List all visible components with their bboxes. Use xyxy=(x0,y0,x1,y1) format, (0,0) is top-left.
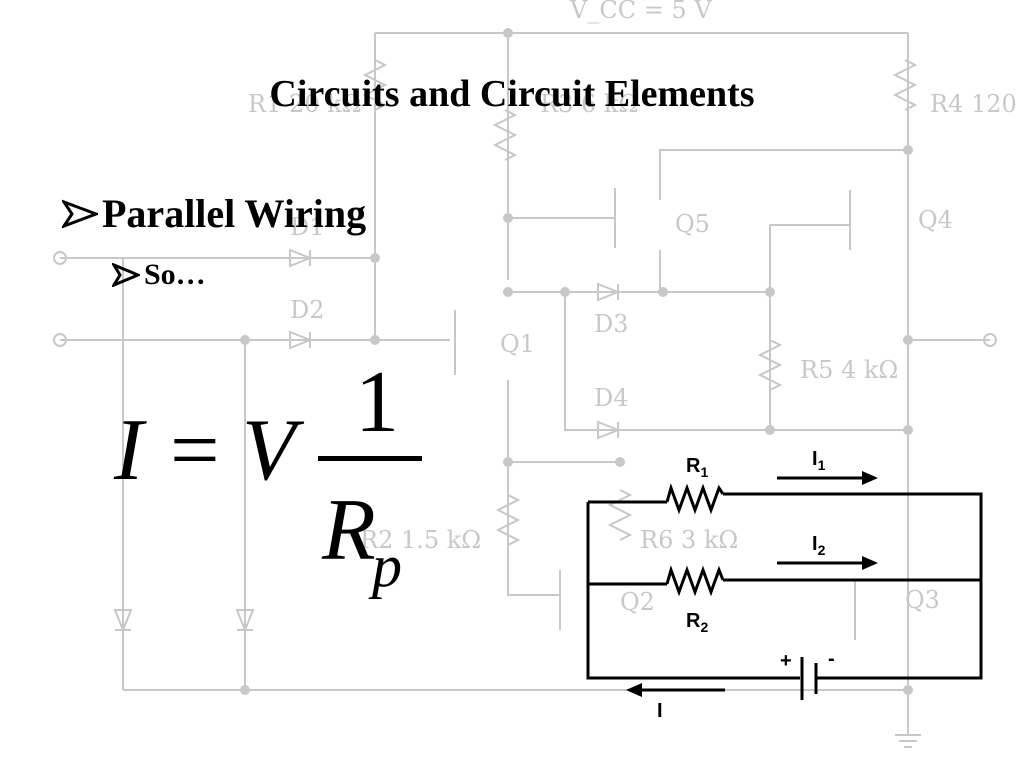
arrow-bullet-icon xyxy=(112,263,140,287)
equation-equals: = xyxy=(170,402,220,499)
bg-label-d1: D1 xyxy=(290,213,325,241)
bg-label-q1: Q1 xyxy=(500,330,535,358)
arrow-bullet-icon xyxy=(62,199,98,228)
current-i1-label: I1 xyxy=(812,448,826,473)
bg-label-r4: R4 120 Ω xyxy=(930,90,1024,118)
battery-plus-label: + xyxy=(780,650,792,672)
bullet-text: So… xyxy=(144,258,206,291)
fraction-bar xyxy=(318,456,422,461)
bg-label-r5: R5 4 kΩ xyxy=(800,356,898,384)
resistor-r2-icon xyxy=(665,565,725,597)
bg-label-q5: Q5 xyxy=(675,210,710,238)
equation-numerator: 1 xyxy=(355,354,399,451)
bg-label-q2: Q2 xyxy=(620,588,655,616)
bg-label-r3: R3 6 kΩ xyxy=(540,90,638,118)
equation-denominator: R xyxy=(322,482,376,579)
bg-label-d2: D2 xyxy=(290,296,325,324)
current-i-label: I xyxy=(657,700,663,722)
circuit-wire-left xyxy=(586,502,800,680)
bullet-so: So… xyxy=(112,258,206,292)
circuit-wire-top xyxy=(588,492,983,680)
circuit-wire-middle xyxy=(588,578,981,586)
bg-label-r1: R1 20 kΩ xyxy=(248,90,362,118)
bg-label-vcc: V_CC = 5 V xyxy=(569,0,712,24)
resistor-r1-label: R1 xyxy=(686,455,709,480)
bg-label-d3: D3 xyxy=(594,310,629,338)
equation-voltage: V xyxy=(242,402,296,499)
current-i2-label: I2 xyxy=(812,533,826,558)
slide-title: Circuits and Circuit Elements xyxy=(269,73,755,115)
bg-label-q4: Q4 xyxy=(918,206,953,234)
resistor-r2-label: R2 xyxy=(686,610,709,635)
bg-label-r2: R2 1.5 kΩ xyxy=(360,526,481,554)
bg-label-d4: D4 xyxy=(594,384,629,412)
battery-minus-label: - xyxy=(828,648,835,670)
bullet-parallel-wiring: Parallel Wiring xyxy=(62,190,366,237)
bg-label-r6: R6 3 kΩ xyxy=(640,526,738,554)
resistor-r1-icon xyxy=(665,483,725,515)
bg-label-q3: Q3 xyxy=(905,586,940,614)
equation-denominator-subscript: p xyxy=(372,533,402,599)
equation-current: I xyxy=(114,402,144,499)
bullet-text: Parallel Wiring xyxy=(102,191,367,236)
